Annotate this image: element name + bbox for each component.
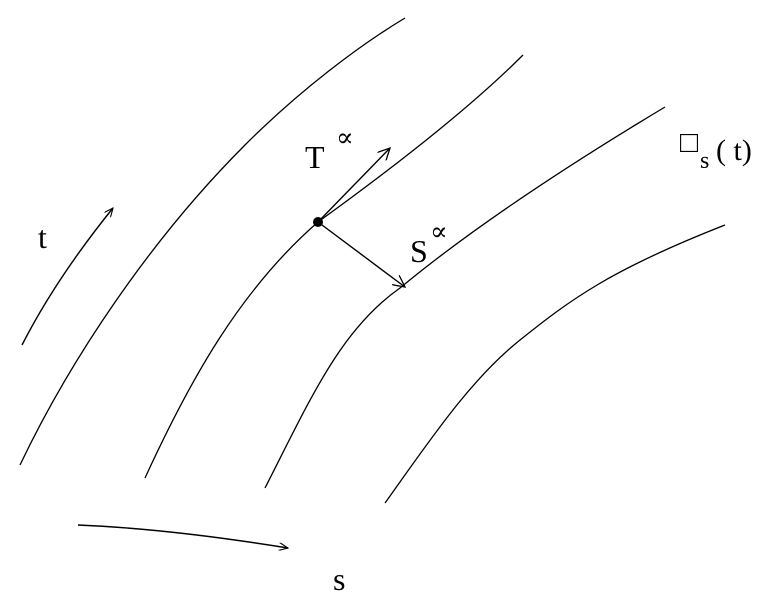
curve-4 [384,224,726,504]
T-vector-arrow [317,148,390,223]
curve-3 [264,106,666,489]
S-vector-superscript: ∝ [430,217,448,246]
curve-family-parameter: ( t) [716,134,752,167]
S-vector-label: S [410,233,428,269]
T-vector-superscript: ∝ [336,123,354,152]
t-direction-arrow [21,208,113,346]
curve-1 [19,17,406,466]
s-direction-arrow [77,524,288,548]
S-vector-arrow [317,221,405,287]
t-label: t [38,219,47,255]
T-vector-label: T [305,139,325,175]
curve-family-subscript: s [700,148,709,174]
s-label: s [333,561,345,597]
curve-2 [144,54,524,479]
curve-family-box-symbol: □ [680,126,699,159]
